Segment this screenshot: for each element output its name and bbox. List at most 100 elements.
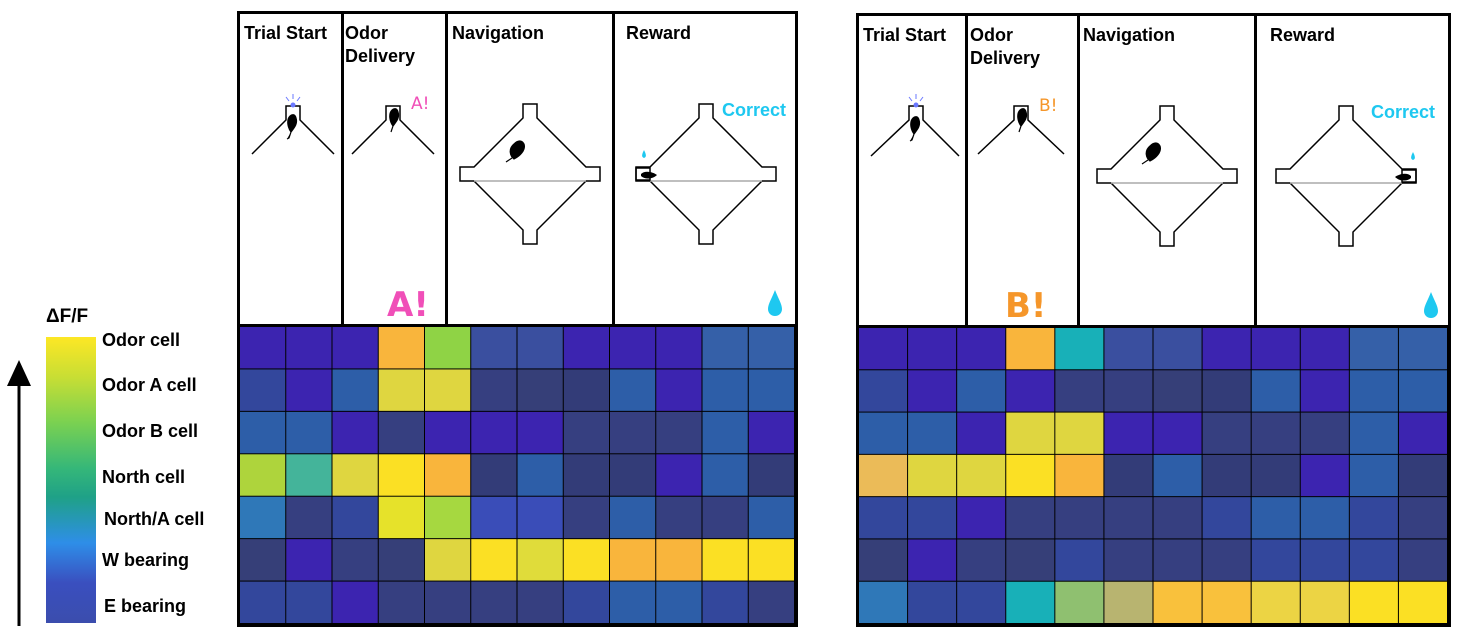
arena-reward-diagram [635,103,777,245]
heatmap-cell [656,581,702,623]
heatmap-cell [908,497,957,539]
phase-title-navigation: Navigation [452,23,545,43]
start-arm-diagram [870,94,960,157]
heatmap-cell [378,539,424,581]
heatmap-cell [1300,581,1349,623]
heatmap-cell [332,327,378,369]
heatmap-cell [332,369,378,411]
heatmap-cell [1153,454,1202,497]
heatmap-cell [332,454,378,496]
heatmap-cell [517,327,563,369]
heatmap-cell [471,496,517,539]
heatmap-cell [656,369,702,411]
heatmap-cell [1251,581,1300,623]
heatmap-cell [286,496,332,539]
task-panel-odor-a: Trial Start Odor Delivery Navigation Rew… [237,11,798,327]
heatmap-cell [517,369,563,411]
heatmap-cell [1153,539,1202,581]
colorbar-label: W bearing [102,550,190,570]
heatmap-cell [378,411,424,454]
heatmap-cell [748,369,794,411]
heatmap-cell [471,454,517,496]
heatmap-cell [1398,412,1447,454]
heatmap-cell [702,581,748,623]
heatmap-cell [240,539,286,581]
heatmap-cell [656,539,702,581]
heatmap-cell [1398,328,1447,370]
odor-delivery-diagram [351,105,435,155]
heatmap-cell [957,412,1006,454]
heatmap-cell [1349,412,1398,454]
heatmap-cell [517,581,563,623]
heatmap-cell [1006,581,1055,623]
heatmap-cell [1006,412,1055,454]
heatmap-cell [425,411,471,454]
heatmap-cell [610,539,656,581]
colorbar-title: ΔF/F [46,306,89,327]
heatmap-cell [1104,581,1153,623]
heatmap-cell [1349,454,1398,497]
heatmap-cell [1153,412,1202,454]
heatmap-cell [1349,497,1398,539]
heatmap-cell [286,539,332,581]
heatmap-cell [1006,539,1055,581]
heatmap-cell [859,328,908,370]
phase-title-reward: Reward [626,23,692,43]
colorbar-label: North cell [102,467,186,487]
heatmap-cell [1006,328,1055,370]
heatmap-cell [1398,370,1447,412]
colorbar-gradient [46,337,96,623]
heatmap-cell [471,539,517,581]
heatmap-cell [1202,370,1251,412]
heatmap-cell [859,454,908,497]
heatmap-cell [471,327,517,369]
heatmap-cell [748,327,794,369]
heatmap-cell [563,454,609,496]
colorbar-label: Odor B cell [102,421,199,441]
heatmap-cell [1153,370,1202,412]
heatmap-cell [957,497,1006,539]
heatmap-cell [240,454,286,496]
heatmap-cell [908,454,957,497]
heatmap-cell [859,412,908,454]
correct-label: Correct [1371,102,1436,122]
water-drop-icon [1424,292,1438,318]
heatmap-cell [1398,497,1447,539]
heatmap-cell [1300,454,1349,497]
heatmap-cell [425,581,471,623]
heatmap-cell [1349,328,1398,370]
heatmap-cell [1055,370,1104,412]
heatmap-cell [1202,581,1251,623]
heatmap-cell [610,581,656,623]
heatmap-cell [1202,454,1251,497]
heatmap-cell [286,327,332,369]
heatmap-cell [748,581,794,623]
heatmap-cell [1349,539,1398,581]
heatmap-cell [908,370,957,412]
heatmap-odor-b [856,325,1451,627]
heatmap-cell [332,496,378,539]
heatmap-cell [286,581,332,623]
heatmap-cell [1153,497,1202,539]
heatmap-cell [1300,412,1349,454]
heatmap-cell [517,539,563,581]
heatmap-odor-a [237,324,798,627]
heatmap-cell [240,369,286,411]
heatmap-cell [471,369,517,411]
heatmap-cell [378,581,424,623]
heatmap-cell [610,496,656,539]
heatmap-cell [563,539,609,581]
heatmap-cell [378,327,424,369]
colorbar-label: E bearing [104,596,187,616]
arena-reward-diagram [1275,105,1417,247]
heatmap-cell [859,581,908,623]
odor-a-label: A! [387,285,429,325]
heatmap-cell [957,539,1006,581]
heatmap-cell [656,411,702,454]
heatmap-cell [748,496,794,539]
phase-title-odor-delivery: Odor Delivery [345,23,416,66]
heatmap-cell [656,496,702,539]
heatmap-cell [1104,454,1153,497]
heatmap-cell [957,328,1006,370]
heatmap-cell [1104,412,1153,454]
